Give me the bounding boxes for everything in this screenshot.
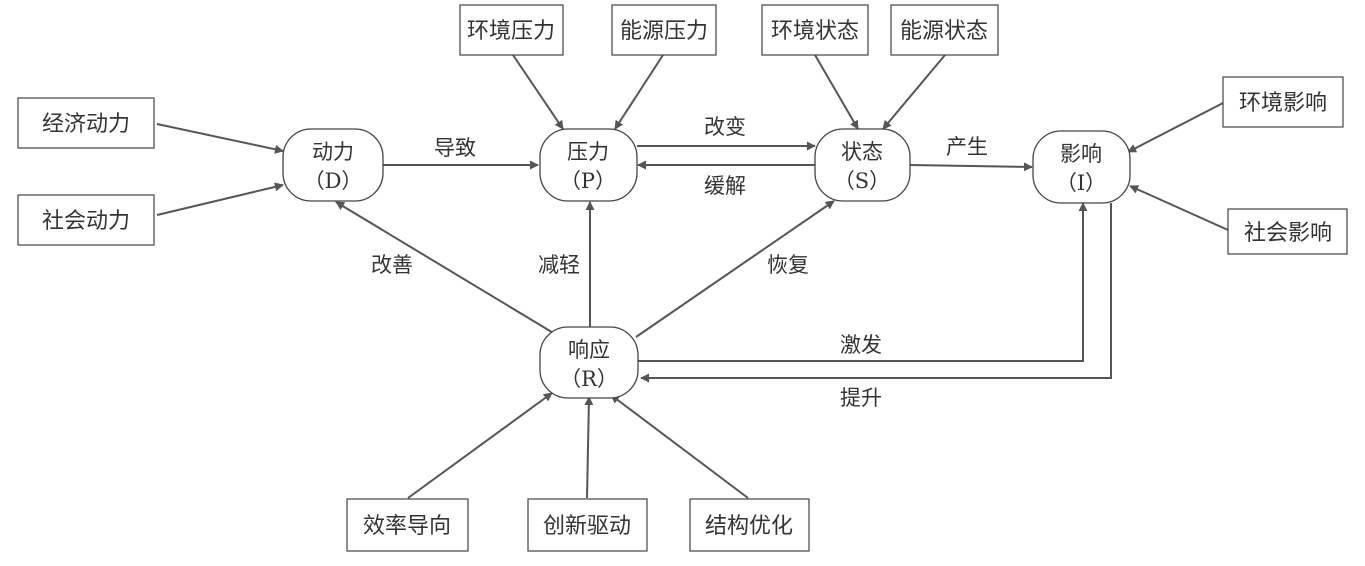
arrow-energystate-to-s — [882, 54, 946, 130]
arrow-r-to-d — [335, 201, 566, 341]
edge-label-produce: 产生 — [946, 135, 988, 159]
arrow-r-to-i — [638, 202, 1088, 362]
node-r-title: 响应 — [568, 338, 610, 362]
arrow-i-to-r — [640, 203, 1112, 383]
box-env-state: 环境状态 — [761, 4, 869, 56]
box-innovation: 创新驱动 — [527, 498, 648, 552]
node-d-title: 动力 — [312, 140, 354, 164]
arrow-envstate-to-s — [814, 54, 859, 130]
edge-label-reduce: 减轻 — [538, 253, 580, 277]
edge-label-change: 改变 — [704, 115, 746, 139]
arrow-structure-to-r — [610, 394, 749, 499]
box-energy-pressure: 能源压力 — [611, 4, 717, 56]
box-env-pressure: 环境压力 — [459, 4, 564, 56]
node-d: 动力 （D） — [282, 128, 384, 202]
box-energy-state: 能源状态 — [890, 4, 999, 56]
node-s: 状态 （S） — [814, 128, 911, 202]
node-d-code: （D） — [304, 169, 363, 193]
box-social-drive: 社会动力 — [17, 194, 155, 246]
edge-label-relieve: 缓解 — [704, 174, 746, 198]
box-efficiency: 效率导向 — [346, 498, 469, 552]
box-env-state-label: 环境状态 — [771, 19, 859, 44]
arrow-envpressure-to-p — [512, 54, 564, 130]
arrow-economic-to-d — [156, 123, 284, 154]
box-env-impact: 环境影响 — [1222, 76, 1344, 128]
arrow-innovation-to-r — [584, 396, 594, 499]
box-env-impact-label: 环境影响 — [1239, 91, 1327, 116]
edge-labels: 导致 改变 缓解 产生 改善 减轻 恢复 激发 提升 — [371, 115, 988, 410]
arrow-s-to-i — [909, 162, 1033, 172]
node-i-code: （I） — [1056, 171, 1106, 195]
node-i-title: 影响 — [1060, 142, 1102, 166]
node-s-code: （S） — [834, 169, 890, 193]
box-energy-state-label: 能源状态 — [900, 19, 988, 44]
node-i: 影响 （I） — [1032, 130, 1131, 204]
arrow-social-to-d — [156, 182, 284, 216]
factor-boxes: 经济动力 社会动力 环境压力 能源压力 环境状态 能源状态 环境影响 社会影响 — [17, 4, 1348, 552]
node-r-code: （R） — [560, 367, 618, 391]
arrow-socialimpact-to-i — [1129, 185, 1229, 231]
box-social-impact-label: 社会影响 — [1244, 221, 1332, 246]
box-energy-pressure-label: 能源压力 — [620, 19, 708, 44]
dpsir-nodes: 动力 （D） 压力 （P） 状态 （S） 影响 （I） 响应 （R） — [282, 128, 1131, 399]
node-s-title: 状态 — [841, 140, 883, 164]
edge-label-improve: 改善 — [371, 253, 413, 277]
node-p: 压力 （P） — [539, 128, 638, 202]
box-economic-drive-label: 经济动力 — [42, 112, 130, 137]
box-structure-label: 结构优化 — [705, 514, 793, 539]
edge-label-stimulate: 激发 — [840, 333, 882, 357]
box-structure: 结构优化 — [689, 498, 810, 552]
box-social-drive-label: 社会动力 — [42, 209, 130, 234]
node-r: 响应 （R） — [539, 326, 639, 399]
arrow-energypressure-to-p — [614, 54, 664, 130]
edge-label-enhance: 提升 — [840, 386, 882, 410]
box-env-pressure-label: 环境压力 — [467, 19, 555, 44]
arrow-efficiency-to-r — [407, 392, 553, 499]
box-economic-drive: 经济动力 — [17, 97, 155, 149]
edge-label-lead-to: 导致 — [434, 136, 476, 160]
edge-label-restore: 恢复 — [767, 253, 809, 277]
node-p-title: 压力 — [567, 140, 609, 164]
box-innovation-label: 创新驱动 — [543, 514, 631, 539]
connectors — [156, 54, 1229, 499]
box-efficiency-label: 效率导向 — [363, 514, 451, 539]
arrow-r-to-s — [635, 200, 835, 338]
node-p-code: （P） — [560, 169, 616, 193]
box-social-impact: 社会影响 — [1227, 208, 1348, 255]
arrow-envimpact-to-i — [1127, 102, 1224, 153]
